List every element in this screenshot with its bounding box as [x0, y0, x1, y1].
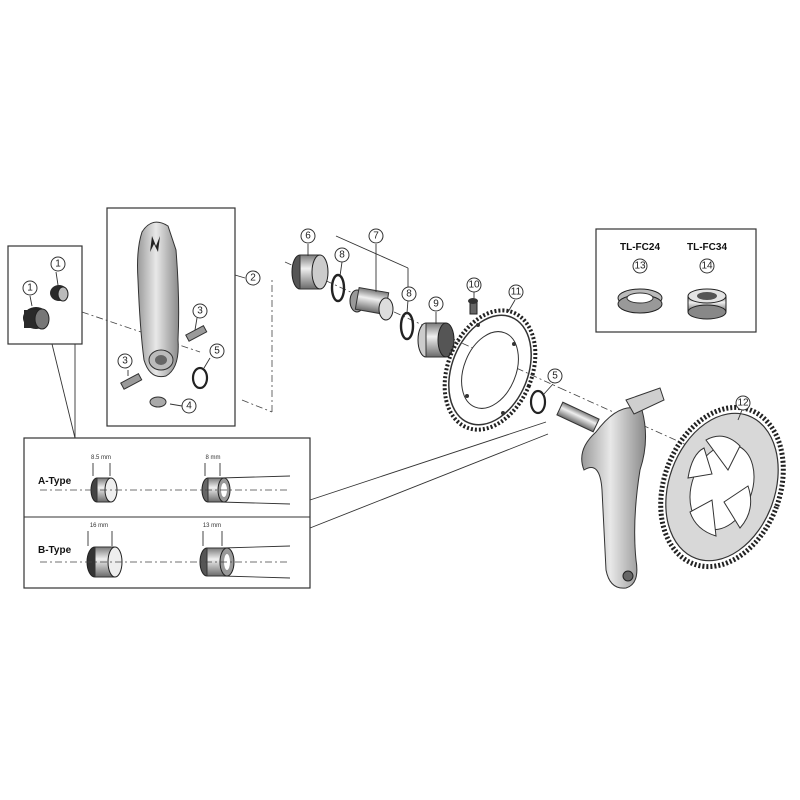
- svg-text:8: 8: [406, 289, 412, 300]
- callout-7: 7: [368, 228, 384, 244]
- callout-2: 2: [245, 270, 261, 286]
- a-type-label: A-Type: [38, 476, 72, 487]
- callout-4: 4: [181, 398, 197, 414]
- callout-5a: 5: [209, 343, 225, 359]
- chainring-bolt: [468, 292, 478, 315]
- callout-13: 13: [632, 258, 648, 274]
- inner-chainring: [442, 299, 538, 432]
- crank-cap-group: [7, 245, 83, 439]
- bottom-bracket-group: [291, 235, 455, 358]
- callout-14: 14: [699, 258, 715, 274]
- svg-text:10: 10: [468, 280, 480, 291]
- cap-type-detail-group: A-Type 8.5 mm 8 mm B-Type 16 mm 13 mm: [23, 421, 549, 589]
- a-type-dim-left: 8.5 mm: [91, 455, 111, 461]
- left-crank-arm-group: [106, 207, 246, 427]
- right-crank-arm: [556, 387, 665, 589]
- crank-cap-bolt-large: [23, 307, 50, 330]
- left-crank-arm: [137, 221, 180, 378]
- bb-cup-left: [291, 254, 329, 290]
- o-ring-right: [529, 389, 547, 415]
- callout-9: 9: [428, 296, 444, 312]
- tool-label-tl-fc24: TL-FC24: [620, 242, 660, 253]
- svg-text:1: 1: [55, 259, 61, 270]
- cap-type-detail-box: [23, 437, 311, 589]
- svg-text:2: 2: [250, 273, 256, 284]
- crank-cap-small: [50, 285, 69, 302]
- svg-text:5: 5: [552, 371, 558, 382]
- crank-cap-box: [7, 245, 83, 345]
- tool-label-tl-fc34: TL-FC34: [687, 242, 727, 253]
- callout-8b: 8: [401, 286, 417, 302]
- svg-text:4: 4: [186, 401, 192, 412]
- svg-text:1: 1: [27, 283, 33, 294]
- spacer-left: [330, 273, 346, 303]
- svg-text:14: 14: [701, 261, 713, 272]
- part-callouts: 1 1 2 3 3 4 5 6 7 8 8 9 10 11 5 12 13 14: [22, 228, 751, 414]
- svg-text:7: 7: [373, 231, 379, 242]
- tool-tl-fc24: [617, 288, 663, 314]
- b-type-label: B-Type: [38, 545, 72, 556]
- callout-11: 11: [508, 284, 524, 300]
- callout-1a: 1: [50, 256, 66, 272]
- callout-3a: 3: [192, 303, 208, 319]
- bb-inner-sleeve: [349, 286, 394, 321]
- callout-3b: 3: [117, 353, 133, 369]
- svg-text:3: 3: [197, 306, 203, 317]
- tools-box: [595, 228, 757, 333]
- svg-text:11: 11: [511, 287, 522, 298]
- svg-text:8: 8: [339, 250, 345, 261]
- svg-text:13: 13: [634, 261, 646, 272]
- callout-8a: 8: [334, 247, 350, 263]
- callout-12: 12: [735, 395, 751, 411]
- svg-text:9: 9: [433, 299, 439, 310]
- b-type-dim-left: 16 mm: [90, 523, 108, 529]
- svg-text:12: 12: [737, 398, 749, 409]
- plate-4: [149, 396, 167, 408]
- svg-text:6: 6: [305, 231, 311, 242]
- pinch-bolt-lower: [120, 372, 143, 390]
- callout-5b: 5: [547, 368, 563, 384]
- bb-cup-right: [417, 322, 455, 358]
- svg-text:3: 3: [122, 356, 128, 367]
- pinch-bolt-upper: [185, 324, 208, 342]
- tools-box-group: TL-FC24 TL-FC34: [595, 228, 757, 333]
- callout-1b: 1: [22, 280, 38, 296]
- svg-text:5: 5: [214, 346, 220, 357]
- spacer-right: [399, 311, 415, 341]
- callout-10: 10: [466, 277, 482, 293]
- left-crank-arm-box: [106, 207, 236, 427]
- o-ring-left: [191, 366, 209, 390]
- a-type-dim-right: 8 mm: [206, 455, 221, 461]
- outer-chainring: [658, 404, 786, 570]
- callout-6: 6: [300, 228, 316, 244]
- tool-tl-fc34: [687, 288, 727, 320]
- b-type-dim-right: 13 mm: [203, 523, 221, 529]
